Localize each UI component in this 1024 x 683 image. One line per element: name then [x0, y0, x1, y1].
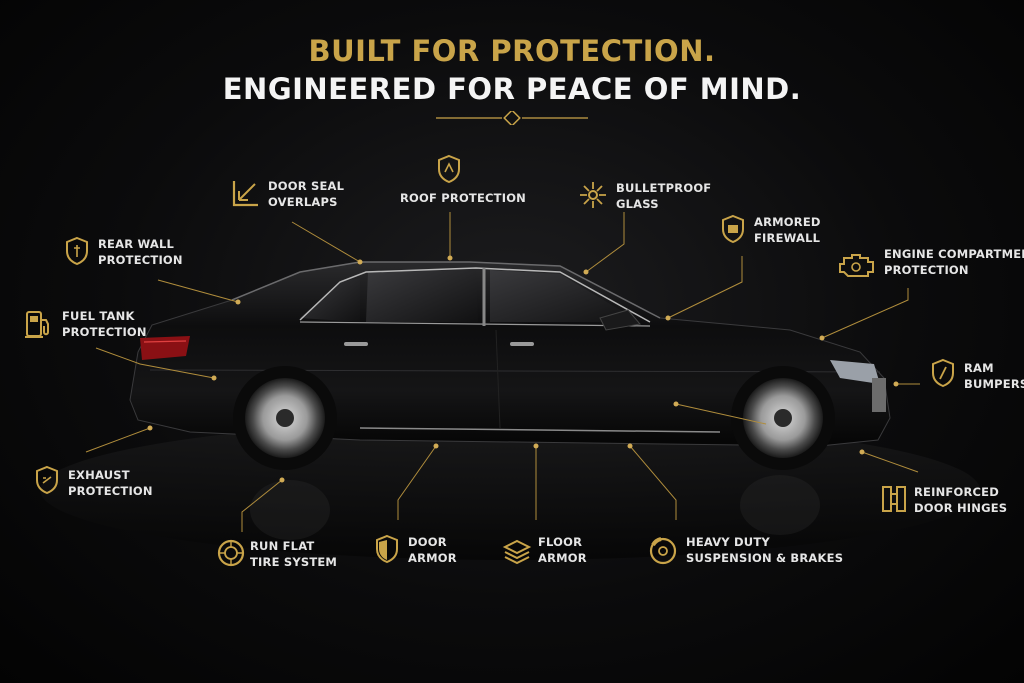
door-shield-icon — [376, 534, 398, 564]
label-roof: ROOF PROTECTION — [400, 191, 526, 205]
glass-impact-icon — [580, 182, 606, 208]
shield-icon — [66, 236, 88, 266]
corner-arrow-icon — [232, 181, 258, 207]
engine-icon — [839, 254, 874, 277]
hinge-icon — [882, 486, 906, 512]
headline-secondary: ENGINEERED FOR PEACE OF MIND. — [222, 72, 802, 106]
fuel-pump-icon — [25, 311, 49, 338]
headline-primary: BUILT FOR PROTECTION. — [308, 34, 716, 68]
tire-icon — [217, 539, 245, 567]
exhaust-shield-icon — [36, 465, 58, 495]
roof-shield-icon — [438, 154, 460, 184]
firewall-shield-icon — [722, 214, 744, 244]
brake-disc-icon — [649, 537, 677, 565]
ram-shield-icon — [932, 358, 954, 388]
layers-icon — [502, 539, 532, 564]
ornament-divider — [436, 111, 588, 125]
